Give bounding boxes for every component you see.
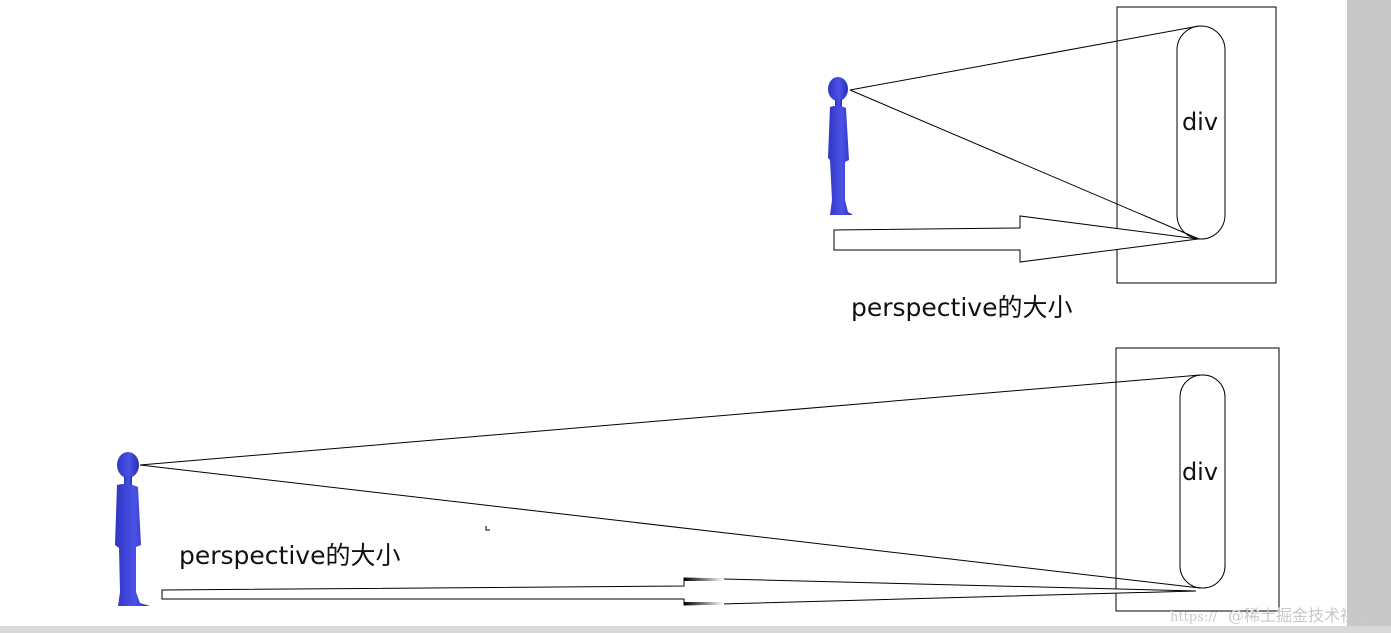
- top-div-label: div: [1182, 108, 1218, 136]
- bottom-diagram: div perspective的大小: [115, 347, 1280, 612]
- watermark-text: @稀土掘金技术社区: [1228, 606, 1372, 625]
- bottom-arrow-shade-bottom: [684, 602, 724, 605]
- bottom-arrow-shade-top: [684, 578, 724, 581]
- watermark-url-text: https://: [1170, 610, 1218, 625]
- bottom-div-ellipse: [1179, 374, 1226, 589]
- top-diagram: div perspective的大小: [828, 6, 1277, 322]
- corner-marker: [485, 526, 490, 531]
- top-frame-box: [1116, 6, 1277, 284]
- top-caption: perspective的大小: [851, 293, 1072, 322]
- bottom-frame-strip: [0, 626, 1391, 633]
- bottom-sight-line-upper: [139, 374, 1201, 466]
- top-div-ellipse: [1176, 25, 1226, 240]
- bottom-distance-arrow: [161, 577, 1197, 606]
- bottom-sight-line-lower: [139, 464, 1201, 589]
- top-sight-line-lower: [849, 89, 1200, 240]
- right-frame-strip: [1347, 0, 1391, 633]
- bottom-div-label: div: [1182, 458, 1218, 486]
- top-sight-line-upper: [849, 25, 1200, 91]
- top-distance-arrow: [833, 215, 1199, 263]
- bottom-person-figure: [115, 452, 150, 606]
- top-person-figure: [828, 77, 853, 215]
- bottom-caption: perspective的大小: [179, 541, 400, 570]
- bottom-frame-box: [1115, 347, 1280, 612]
